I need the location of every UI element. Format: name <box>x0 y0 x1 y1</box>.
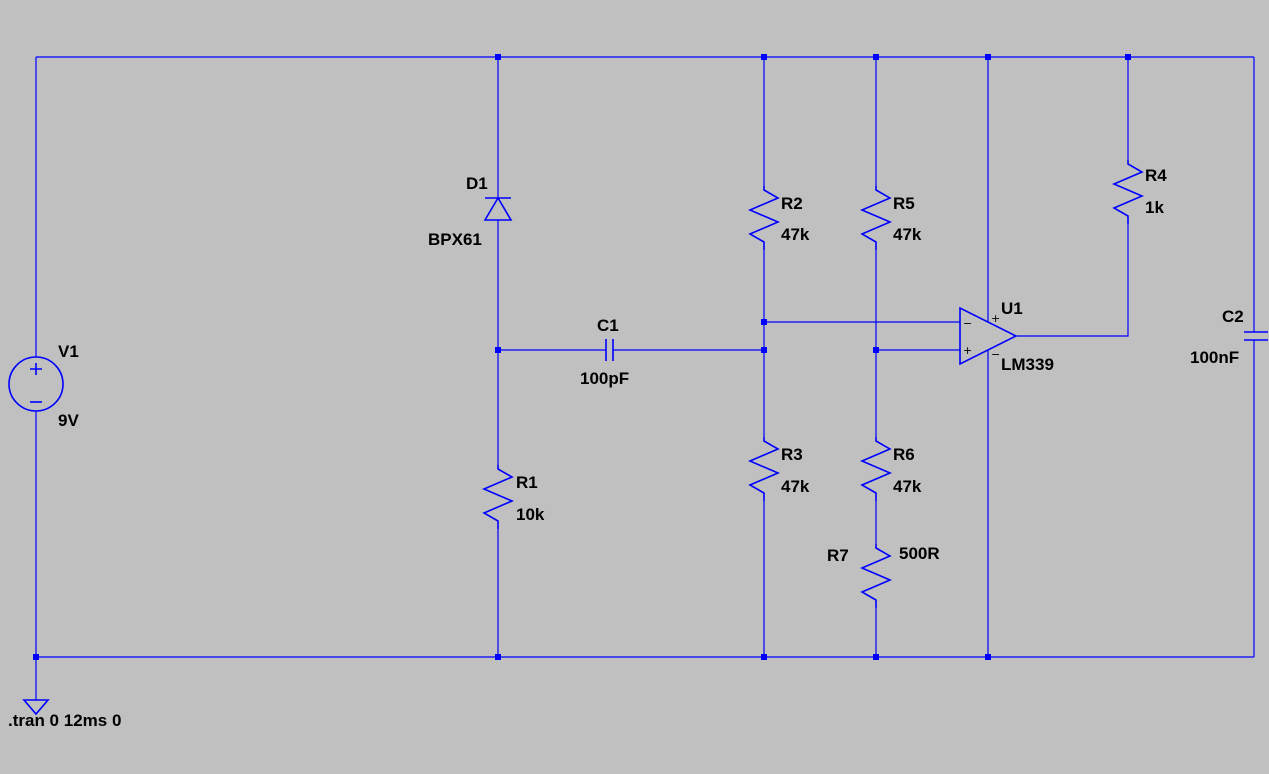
junction-dot <box>761 319 767 325</box>
junction-dot <box>761 654 767 660</box>
u1-supply-minus-label: − <box>991 348 1000 361</box>
u1-supply-plus-label: + <box>991 312 1000 325</box>
component-r2[interactable]: R2 47k <box>747 186 810 250</box>
component-v1[interactable]: V1 9V <box>8 342 79 430</box>
resistor-icon <box>481 465 515 529</box>
r4-value: 1k <box>1145 198 1164 217</box>
r3-name: R3 <box>781 445 803 464</box>
component-r1[interactable]: R1 10k <box>481 465 545 529</box>
resistor-icon <box>747 437 781 501</box>
component-r5[interactable]: R5 47k <box>859 186 922 250</box>
plus-sign-icon <box>30 363 42 375</box>
resistor-icon <box>859 186 893 250</box>
c1-value: 100pF <box>580 369 629 388</box>
junction-dot <box>761 54 767 60</box>
spice-directive[interactable]: .tran 0 12ms 0 <box>8 711 121 730</box>
r2-name: R2 <box>781 194 803 213</box>
wires <box>35 56 1255 700</box>
d1-name: D1 <box>466 174 488 193</box>
ground-icon <box>22 699 50 716</box>
junction-dot <box>1125 54 1131 60</box>
component-r4[interactable]: R4 1k <box>1111 160 1167 224</box>
r2-value: 47k <box>781 225 810 244</box>
junction-dot <box>985 54 991 60</box>
junction-dot <box>985 654 991 660</box>
resistor-icon <box>859 437 893 501</box>
junction-dot <box>495 54 501 60</box>
r6-name: R6 <box>893 445 915 464</box>
u1-plus-input-label: + <box>963 344 972 357</box>
component-u1[interactable]: − + + − U1 LM339 <box>959 299 1054 374</box>
u1-minus-input-label: − <box>963 317 972 330</box>
resistor-icon <box>859 544 893 608</box>
resistor-icon <box>1111 160 1145 224</box>
junction-dot <box>873 654 879 660</box>
junction-dot <box>33 654 39 660</box>
junction-dot <box>761 347 767 353</box>
capacitor-icon <box>605 339 614 361</box>
component-d1[interactable]: D1 BPX61 <box>428 174 513 249</box>
c2-value: 100nF <box>1190 348 1239 367</box>
c1-name: C1 <box>597 316 619 335</box>
u1-name: U1 <box>1001 299 1023 318</box>
v1-value: 9V <box>58 411 79 430</box>
r6-value: 47k <box>893 477 922 496</box>
u1-value: LM339 <box>1001 355 1054 374</box>
junction-dot <box>873 347 879 353</box>
capacitor-icon <box>1244 331 1268 341</box>
r5-name: R5 <box>893 194 915 213</box>
component-r7[interactable]: R7 500R <box>827 544 940 608</box>
v1-name: V1 <box>58 342 79 361</box>
component-r6[interactable]: R6 47k <box>859 437 922 501</box>
r5-value: 47k <box>893 225 922 244</box>
component-r3[interactable]: R3 47k <box>747 437 810 501</box>
voltage-source-icon <box>8 356 64 412</box>
diode-icon <box>483 196 513 221</box>
r4-name: R4 <box>1145 166 1167 185</box>
junctions <box>33 54 1131 660</box>
comparator-icon <box>959 306 1018 366</box>
r1-name: R1 <box>516 473 538 492</box>
component-c2[interactable]: C2 100nF <box>1190 307 1268 367</box>
junction-dot <box>495 347 501 353</box>
r7-name: R7 <box>827 546 849 565</box>
ground-symbol[interactable] <box>22 699 50 716</box>
resistor-icon <box>747 186 781 250</box>
d1-value: BPX61 <box>428 230 482 249</box>
r7-value: 500R <box>899 544 940 563</box>
wire-output[interactable] <box>1016 224 1129 337</box>
r3-value: 47k <box>781 477 810 496</box>
junction-dot <box>873 54 879 60</box>
component-c1[interactable]: C1 100pF <box>580 316 629 388</box>
c2-name: C2 <box>1222 307 1244 326</box>
junction-dot <box>495 654 501 660</box>
r1-value: 10k <box>516 505 545 524</box>
